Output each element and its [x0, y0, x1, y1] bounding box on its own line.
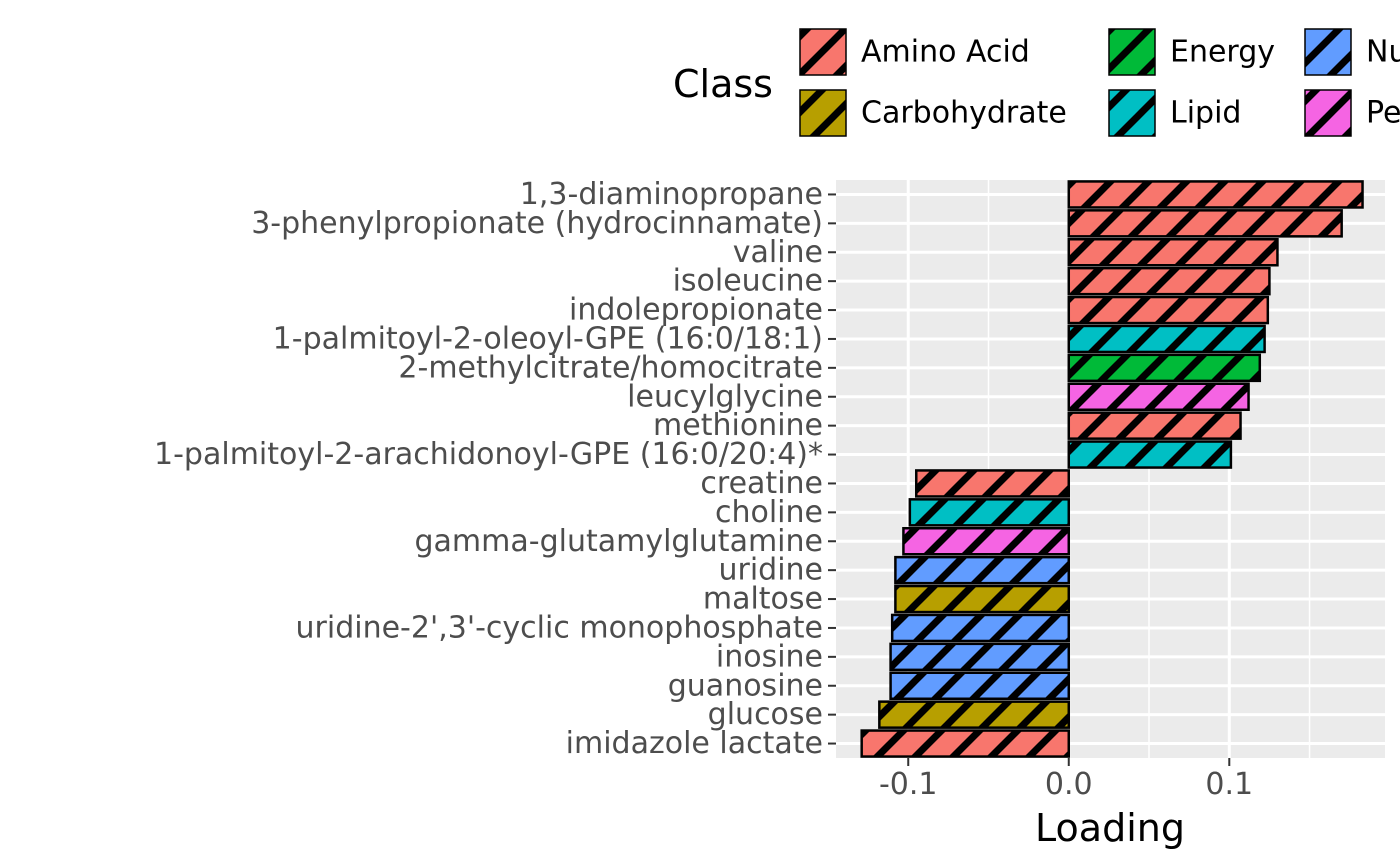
legend-label-carbohydrate: Carbohydrate — [861, 96, 1067, 131]
y-tick-label-creatine: creatine — [700, 466, 823, 501]
panel-background — [836, 180, 1385, 758]
bar-creatine — [915, 469, 1071, 498]
legend-label-nu: Nu — [1366, 35, 1400, 70]
x-tick-label-1: 0.0 — [1045, 767, 1093, 802]
y-tick-label-uridine: uridine — [718, 553, 823, 588]
bar-leucylglycine — [1067, 382, 1250, 412]
y-tick-label-indolepropionate: indolepropionate — [569, 293, 823, 328]
bar-indolepropionate — [1067, 295, 1270, 325]
bar-3-phenylpropionate-hydrocinnamate — [1067, 209, 1343, 238]
y-tick-label-inosine: inosine — [716, 639, 823, 674]
legend-label-amino-acid: Amino Acid — [861, 35, 1030, 70]
bar-uridine-2-3-cyclic-monophosphate — [890, 613, 1071, 643]
y-tick-label-choline: choline — [715, 495, 823, 530]
y-tick-label-gamma-glutamylglutamine: gamma-glutamylglutamine — [414, 524, 823, 559]
y-tick-label-1-palmitoyl-2-arachidonoyl-gpe-16-0-20-4: 1-palmitoyl-2-arachidonoyl-GPE (16:0/20:… — [154, 437, 823, 472]
y-tick-label-glucose: glucose — [708, 697, 823, 732]
bar-isoleucine — [1067, 266, 1271, 296]
y-tick-label-1-palmitoyl-2-oleoyl-gpe-16-0-18-1: 1-palmitoyl-2-oleoyl-GPE (16:0/18:1) — [273, 321, 823, 356]
y-tick-label-maltose: maltose — [703, 582, 823, 617]
legend-key-nu — [1304, 28, 1352, 76]
x-tick-label-0: -0.1 — [879, 767, 938, 802]
bar-methionine — [1067, 411, 1242, 440]
legend-key-amino-acid — [799, 28, 847, 76]
bar-gamma-glutamylglutamine — [902, 526, 1071, 556]
y-tick-label-valine: valine — [733, 235, 823, 270]
bar-1-palmitoyl-2-oleoyl-gpe-16-0-18-1 — [1067, 324, 1266, 354]
x-axis-title: Loading — [1035, 806, 1185, 850]
bar-glucose — [878, 700, 1071, 729]
legend-label-pe: Pe — [1366, 96, 1400, 131]
legend-key-energy — [1108, 28, 1156, 76]
y-tick-label-1-3-diaminopropane: 1,3-diaminopropane — [520, 177, 823, 212]
legend-label-lipid: Lipid — [1170, 96, 1241, 131]
legend-label-energy: Energy — [1170, 35, 1275, 70]
y-tick-label-uridine-2-3-cyclic-monophosphate: uridine-2',3'-cyclic monophosphate — [296, 610, 823, 645]
bar-1-3-diaminopropane — [1067, 180, 1364, 209]
bar-1-palmitoyl-2-arachidonoyl-gpe-16-0-20-4 — [1067, 440, 1233, 469]
bar-choline — [908, 498, 1071, 527]
y-tick-label-imidazole-lactate: imidazole lactate — [566, 726, 823, 761]
bar-uridine — [894, 555, 1071, 585]
y-tick-label-isoleucine: isoleucine — [673, 264, 823, 299]
bar-2-methylcitrate-homocitrate — [1067, 353, 1262, 383]
legend-key-carbohydrate — [799, 89, 847, 137]
bar-inosine — [889, 642, 1071, 672]
legend-title: Class — [673, 62, 773, 106]
bars — [860, 180, 1364, 758]
legend-key-pe — [1304, 89, 1352, 137]
bar-guanosine — [889, 671, 1071, 701]
y-tick-label-leucylglycine: leucylglycine — [627, 379, 823, 414]
x-tick-labels: -0.1 0.0 0.1 — [879, 758, 1253, 802]
bar-imidazole-lactate — [860, 729, 1071, 758]
y-tick-label-methionine: methionine — [653, 408, 823, 443]
y-tick-label-guanosine: guanosine — [668, 668, 823, 703]
x-tick-label-2: 0.1 — [1205, 767, 1253, 802]
bar-maltose — [894, 584, 1071, 614]
legend-key-lipid — [1108, 89, 1156, 137]
bar-valine — [1067, 237, 1279, 267]
y-tick-label-3-phenylpropionate-hydrocinnamate: 3-phenylpropionate (hydrocinnamate) — [251, 206, 823, 241]
y-tick-label-2-methylcitrate-homocitrate: 2-methylcitrate/homocitrate — [398, 350, 823, 385]
